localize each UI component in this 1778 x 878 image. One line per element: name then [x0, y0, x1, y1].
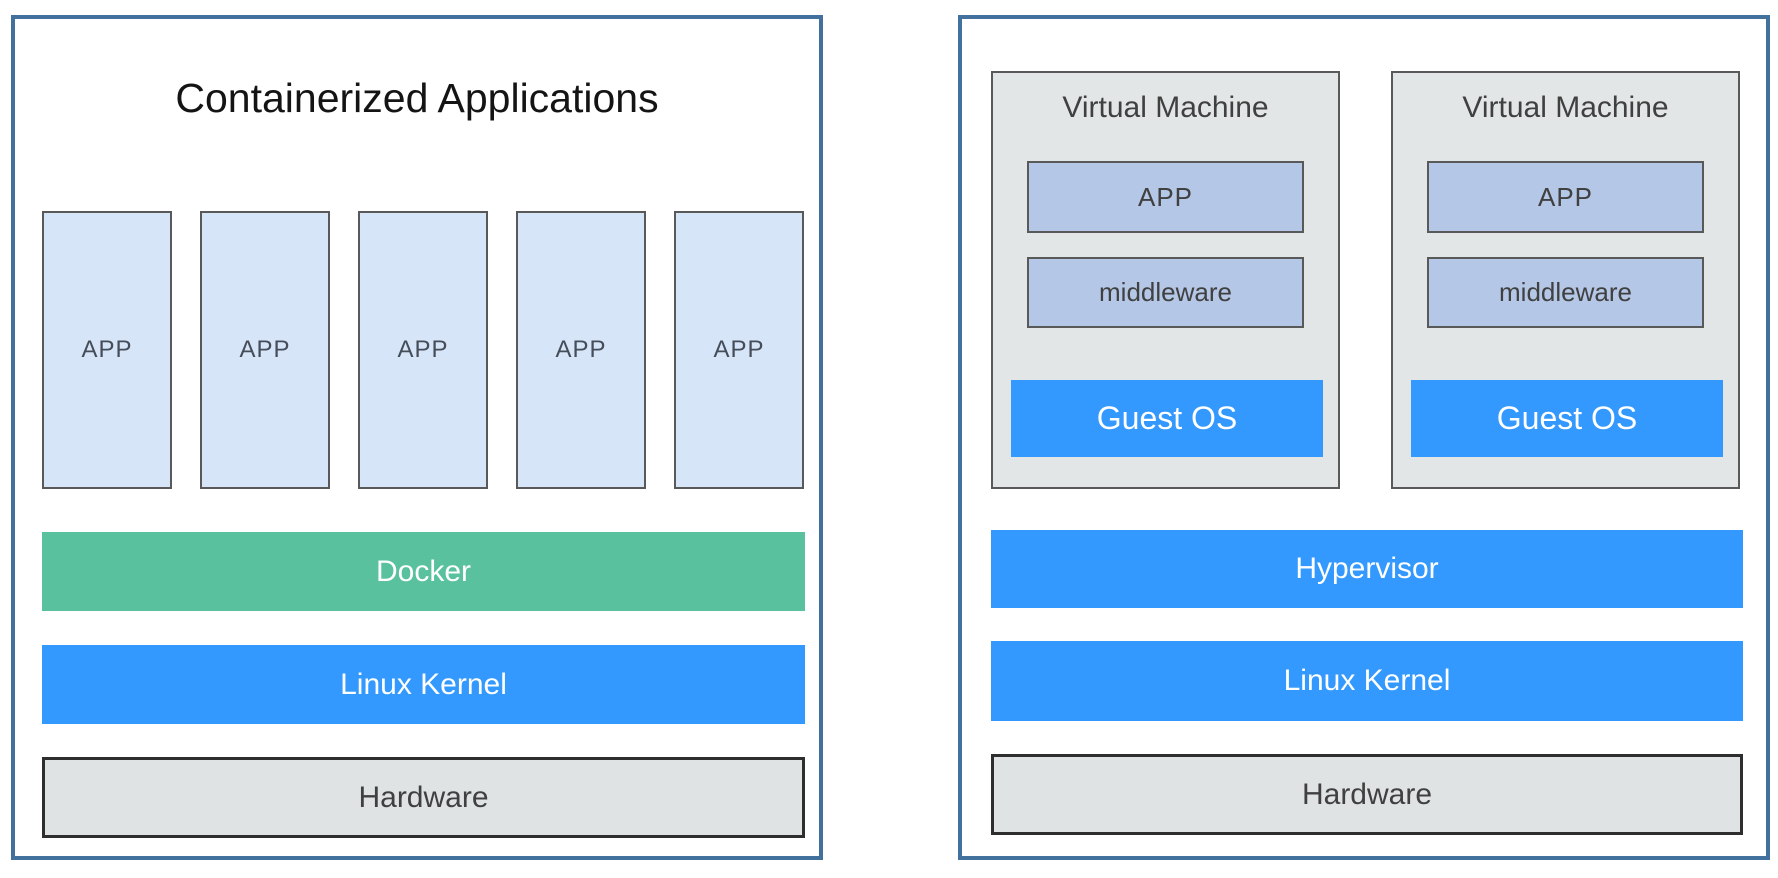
- container-app-label: APP: [397, 336, 449, 363]
- container-app-box: APP: [200, 211, 330, 489]
- hypervisor-bar: Hypervisor: [991, 530, 1743, 608]
- vm-app-label: APP: [1537, 181, 1594, 212]
- container-app-box: APP: [358, 211, 488, 489]
- hardware-label: Hardware: [1301, 777, 1433, 811]
- vm-box: Virtual Machine APP middleware Guest OS: [991, 71, 1340, 489]
- hardware-label: Hardware: [358, 780, 489, 814]
- container-app-label: APP: [239, 336, 291, 363]
- hypervisor-label: Hypervisor: [1295, 552, 1439, 585]
- container-apps-row: APP APP APP APP APP: [42, 211, 804, 489]
- linux-kernel-label: Linux Kernel: [340, 667, 507, 701]
- vm-app-box: APP: [1427, 161, 1704, 233]
- vm-middleware-label: middleware: [1499, 277, 1632, 307]
- container-app-box: APP: [42, 211, 172, 489]
- container-app-label: APP: [81, 336, 133, 363]
- vm-middleware-box: middleware: [1427, 257, 1704, 328]
- hardware-bar: Hardware: [991, 754, 1743, 835]
- guest-os-bar: Guest OS: [1411, 380, 1723, 457]
- docker-bar: Docker: [42, 532, 805, 611]
- vm-title: Virtual Machine: [1062, 91, 1269, 124]
- hardware-bar: Hardware: [42, 757, 805, 838]
- vm-app-label: APP: [1137, 181, 1194, 212]
- linux-kernel-label: Linux Kernel: [1283, 664, 1451, 697]
- vm-app-box: APP: [1027, 161, 1304, 233]
- container-app-label: APP: [555, 336, 607, 363]
- vm-middleware-box: middleware: [1027, 257, 1304, 328]
- vm-middleware-label: middleware: [1099, 277, 1232, 307]
- vm-box: Virtual Machine APP middleware Guest OS: [1391, 71, 1740, 489]
- docker-label: Docker: [375, 554, 472, 588]
- vm-title: Virtual Machine: [1462, 91, 1669, 124]
- linux-kernel-bar: Linux Kernel: [991, 641, 1743, 721]
- container-app-label: APP: [713, 336, 765, 363]
- guest-os-bar: Guest OS: [1011, 380, 1323, 457]
- containerized-applications-panel: Containerized Applications APP APP APP A…: [11, 15, 823, 860]
- container-app-box: APP: [516, 211, 646, 489]
- linux-kernel-bar: Linux Kernel: [42, 645, 805, 724]
- guest-os-label: Guest OS: [1096, 400, 1238, 436]
- guest-os-label: Guest OS: [1496, 400, 1638, 436]
- virtual-machines-panel: Virtual Machine APP middleware Guest OS …: [958, 15, 1770, 860]
- container-app-box: APP: [674, 211, 804, 489]
- left-panel-title: Containerized Applications: [175, 75, 659, 121]
